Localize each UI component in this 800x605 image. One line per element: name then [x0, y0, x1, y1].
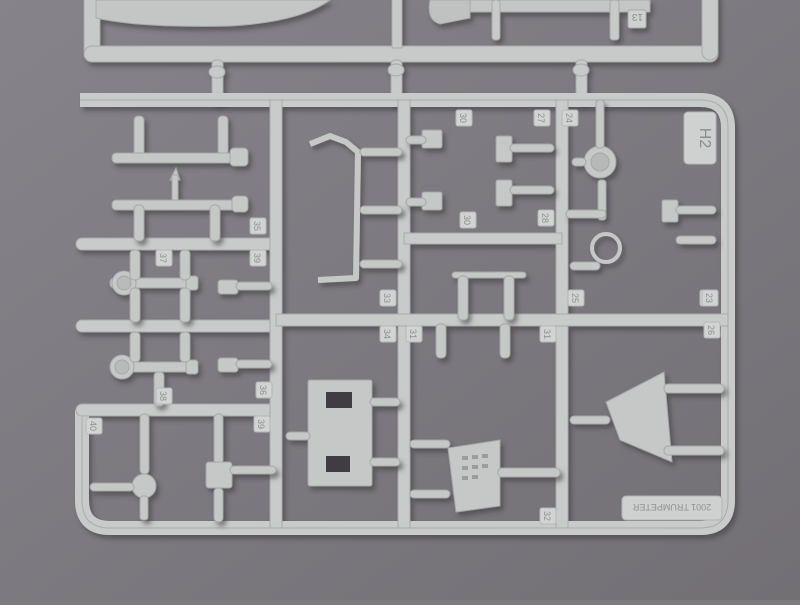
part-number-label: 35	[252, 221, 262, 231]
part-number-tab: 39	[253, 415, 271, 433]
frame-label: H2	[696, 128, 713, 149]
part-number-tab: 30	[459, 211, 477, 229]
part-number-label: 24	[564, 113, 574, 123]
part-number-tab: 33	[379, 289, 397, 307]
part-number-tab: 38	[155, 387, 173, 405]
part-number-label: 30	[458, 113, 468, 123]
copyright-text: 2001 TRUMPETER	[632, 502, 711, 512]
upper-tab-number: 13	[631, 11, 643, 22]
frame-label-tab: H2	[683, 111, 717, 165]
part-number-label: 38	[158, 391, 168, 401]
part-number-label: 27	[536, 113, 546, 123]
part-number-label: 28	[540, 213, 550, 223]
part-number-tab: 32	[539, 507, 557, 525]
parts-center-left	[285, 133, 403, 487]
parts-left-column	[89, 115, 277, 523]
part-number-tab: 31	[539, 325, 557, 343]
part-number-tab: 30	[455, 109, 473, 127]
part-number-label: 36	[258, 385, 268, 395]
part-number-label: 37	[158, 253, 168, 263]
sprue-frame-h2	[75, 93, 735, 535]
part-number-label: 39	[256, 419, 266, 429]
part-number-label: 25	[570, 293, 580, 303]
part-number-tab: 26	[703, 321, 721, 339]
part-number-label: 23	[704, 293, 714, 303]
part-number-tab: 40	[85, 417, 103, 435]
part-number-label: 26	[706, 325, 716, 335]
part-number-tab: 34	[379, 325, 397, 343]
part-number-tab: 24	[561, 109, 579, 127]
part-number-tabs: 3027243028292523263233313135373934383639…	[85, 109, 721, 525]
part-number-tab: 37	[155, 249, 173, 267]
part-number-tab: 35	[249, 217, 267, 235]
copyright-tab: 2001 TRUMPETER	[621, 495, 723, 521]
part-number-tab: 23	[701, 289, 719, 307]
part-number-tab: 36	[255, 381, 273, 399]
part-number-label: 40	[88, 421, 98, 431]
armored-block-openings	[326, 392, 352, 472]
panel-detail	[462, 454, 488, 480]
part-number-label: 33	[382, 293, 392, 303]
part-number-label: 31	[542, 329, 552, 339]
part-number-tab: 31	[405, 325, 423, 343]
part-number-tab: 28	[537, 209, 555, 227]
part-number-label: 34	[382, 329, 392, 339]
part-number-tab: 27	[533, 109, 551, 127]
part-number-tab: 25	[567, 289, 585, 307]
part-number-label: 39	[252, 253, 262, 263]
upper-sprue	[83, 0, 719, 105]
part-number-label: 31	[408, 329, 418, 339]
parts-center-right	[495, 99, 725, 463]
part-number-label: 30	[462, 215, 472, 225]
part-number-label: 32	[542, 511, 552, 521]
part-number-tab: 39	[249, 249, 267, 267]
